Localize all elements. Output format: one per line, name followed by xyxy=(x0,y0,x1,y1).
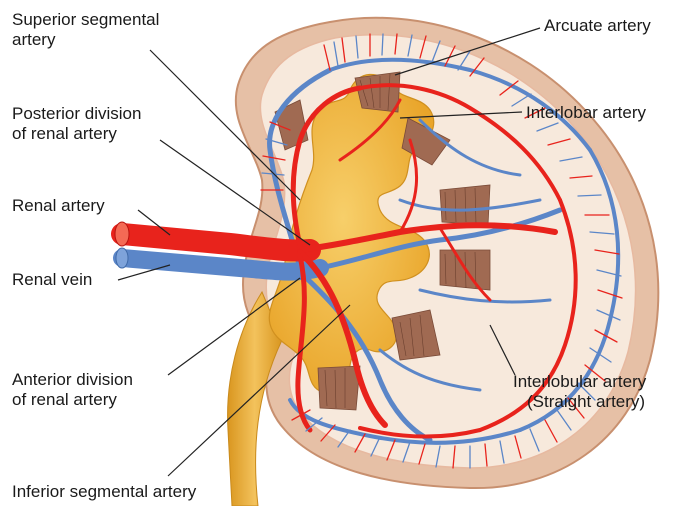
label-arcuate-artery: Arcuate artery xyxy=(544,16,651,36)
label-renal-vein: Renal vein xyxy=(12,270,92,290)
label-interlobular-artery: Interlobular artery (Straight artery) xyxy=(513,372,646,412)
label-inferior-segmental-artery: Inferior segmental artery xyxy=(12,482,196,502)
renal-artery-opening xyxy=(115,222,129,246)
label-renal-artery: Renal artery xyxy=(12,196,105,216)
label-interlobar-artery: Interlobar artery xyxy=(526,103,646,123)
renal-vein-opening xyxy=(116,248,128,268)
label-superior-segmental-artery: Superior segmental artery xyxy=(12,10,159,50)
label-anterior-division: Anterior division of renal artery xyxy=(12,370,133,410)
label-posterior-division: Posterior division of renal artery xyxy=(12,104,141,144)
